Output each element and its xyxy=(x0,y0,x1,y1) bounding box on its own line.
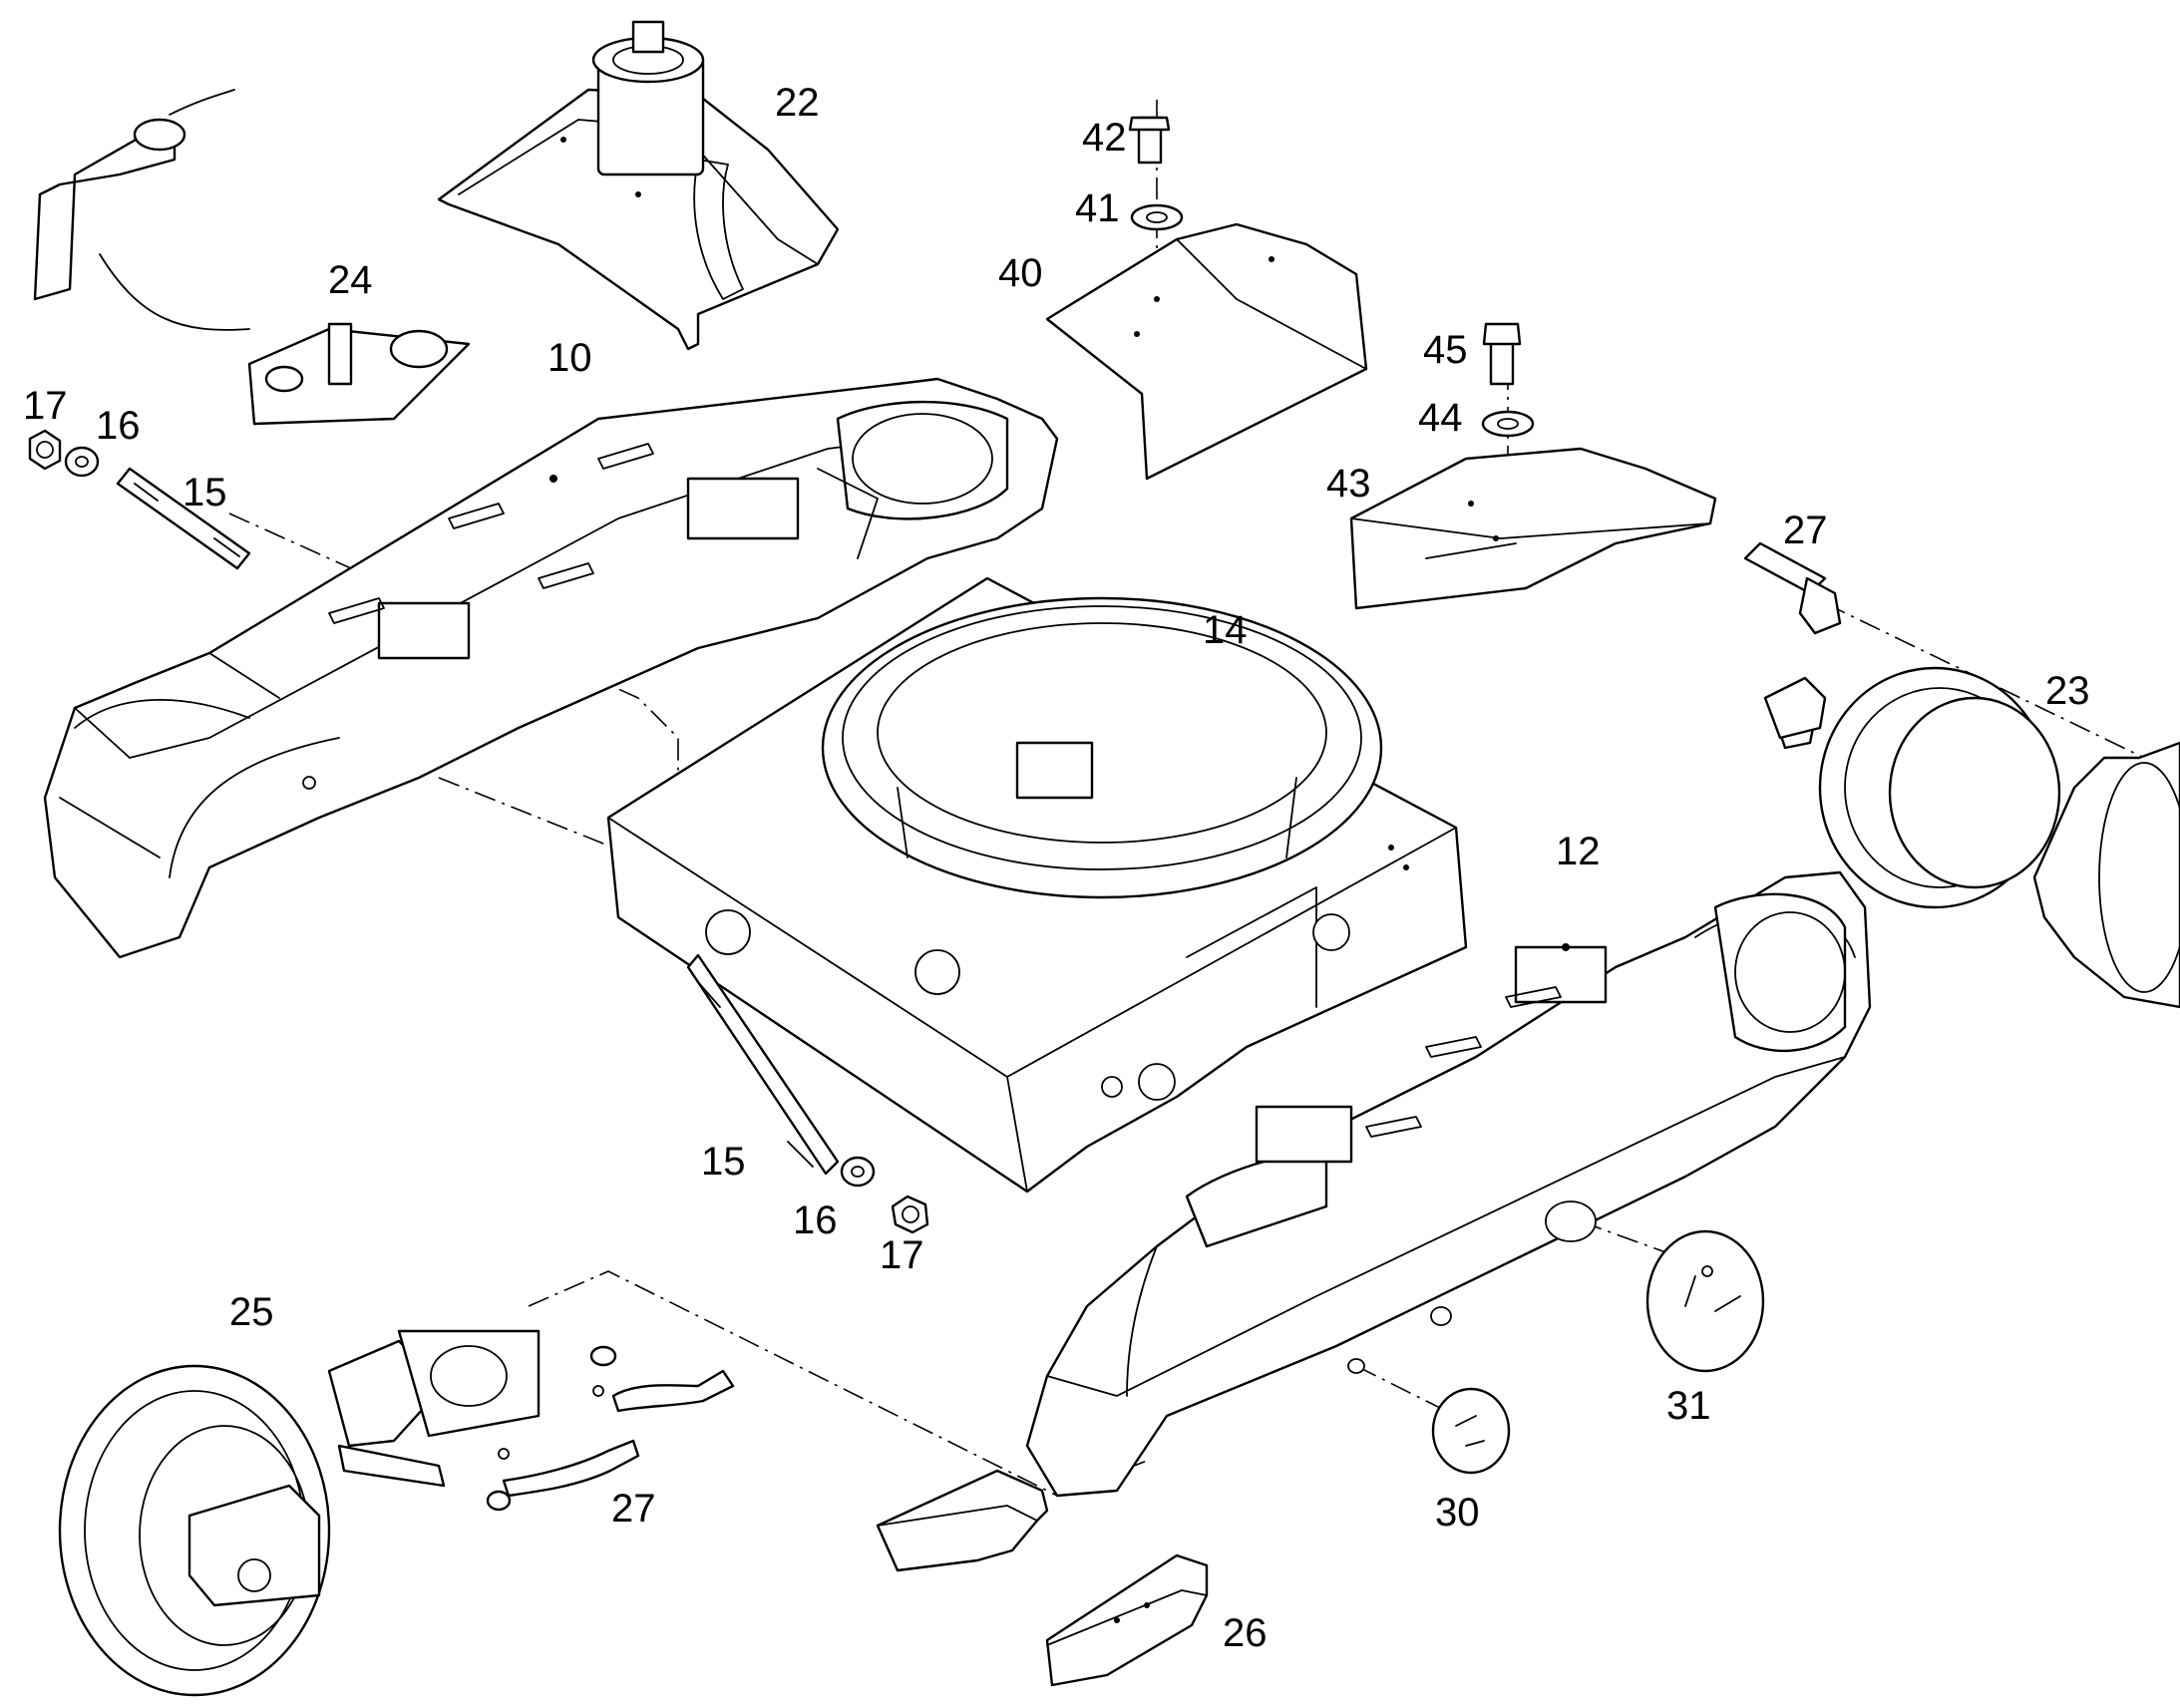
callout-41: 41 xyxy=(1075,186,1120,230)
callout-42: 42 xyxy=(1082,116,1127,160)
callout-27-lower: 27 xyxy=(611,1487,656,1531)
part-40-cover-plate xyxy=(1045,222,1368,481)
callout-10: 10 xyxy=(547,336,592,380)
part-12-right-track-frame xyxy=(1025,870,1872,1498)
callout-40: 40 xyxy=(998,251,1043,295)
callout-17-lower: 17 xyxy=(880,1233,924,1277)
callout-23: 23 xyxy=(2045,669,2090,713)
callout-12: 12 xyxy=(1556,830,1601,873)
callout-17-upper: 17 xyxy=(23,384,68,428)
part-41-washer xyxy=(1130,203,1184,231)
callout-24: 24 xyxy=(328,258,373,302)
callout-31: 31 xyxy=(1666,1384,1711,1428)
callout-44: 44 xyxy=(1418,396,1463,440)
callout-27-upper: 27 xyxy=(1783,509,1828,552)
part-45-bolt xyxy=(1482,322,1522,386)
part-30-cover-disc xyxy=(1431,1387,1511,1475)
part-16-upper-washer xyxy=(64,446,100,478)
callout-43: 43 xyxy=(1326,462,1371,506)
part-24-sensor-harness xyxy=(33,89,471,426)
part-16-lower-washer xyxy=(840,1156,876,1188)
part-25-idler-wheel xyxy=(58,1329,541,1697)
callout-30: 30 xyxy=(1435,1491,1480,1535)
part-27-lower-hoses xyxy=(486,1345,735,1512)
part-42-bolt xyxy=(1128,116,1171,165)
callout-26: 26 xyxy=(1223,1611,1268,1655)
part-17-lower-nut xyxy=(891,1195,929,1234)
part-23-travel-motor xyxy=(1763,666,2180,1009)
part-22-swivel-bracket xyxy=(437,20,840,351)
callout-25: 25 xyxy=(229,1290,274,1334)
part-17-upper-nut xyxy=(28,429,62,471)
callout-16-upper: 16 xyxy=(96,404,141,448)
part-26-guard-brackets xyxy=(876,1469,1209,1687)
part-44-washer xyxy=(1481,410,1535,438)
part-43-cover-plate xyxy=(1349,447,1717,610)
part-27-upper-fitting xyxy=(1743,541,1842,635)
callout-14: 14 xyxy=(1203,608,1248,652)
callout-45: 45 xyxy=(1423,328,1468,372)
part-10-left-track-frame xyxy=(43,377,1059,959)
callout-15-upper: 15 xyxy=(182,471,227,514)
callout-labels: 10 12 14 15 15 16 16 17 17 22 23 24 25 2… xyxy=(23,81,2090,1655)
part-14-center-frame xyxy=(606,576,1468,1194)
part-15-lower-stud xyxy=(686,953,840,1176)
part-15-upper-stud xyxy=(116,467,251,570)
callout-22: 22 xyxy=(775,81,820,125)
callout-16-lower: 16 xyxy=(793,1198,838,1242)
callout-15-lower: 15 xyxy=(701,1140,746,1184)
part-31-cover-disc xyxy=(1645,1229,1765,1373)
